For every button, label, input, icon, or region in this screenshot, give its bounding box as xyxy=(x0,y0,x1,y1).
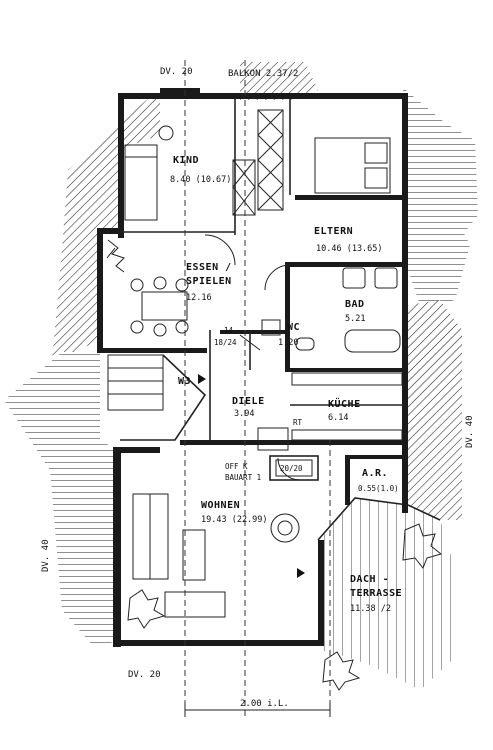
dimension-line xyxy=(184,703,331,717)
room-name-spielen: SPIELEN xyxy=(186,276,232,287)
room-area-wohnen: 19.43 (22.99) xyxy=(201,515,268,525)
kid-bed xyxy=(124,125,174,221)
label-ofen-2: BAUART 1 xyxy=(225,473,261,482)
label-vent-2: 18/24 xyxy=(214,338,237,347)
room-name-wohnen: WOHNEN xyxy=(201,500,240,511)
room-area-kueche: 6.14 xyxy=(328,413,348,423)
room-name-wc: WC xyxy=(287,322,300,333)
room-area-bad: 5.21 xyxy=(345,314,365,324)
room-name-eltern: ELTERN xyxy=(314,226,353,237)
roof-hatching xyxy=(4,62,478,648)
doors xyxy=(204,234,301,481)
label-w3: W3 xyxy=(178,376,191,387)
interior-walls xyxy=(118,99,405,440)
chimney xyxy=(269,455,319,481)
label-rt: RT xyxy=(293,418,303,427)
room-name-kueche: KÜCHE xyxy=(328,396,361,410)
label-ofen-1: OFF K xyxy=(225,462,248,471)
room-name-terrasse: TERRASSE xyxy=(350,588,402,599)
room-name-diele: DIELE xyxy=(232,396,265,407)
room-name-bad: BAD xyxy=(345,299,365,310)
arrow-icon xyxy=(198,374,206,384)
label-balkon: BALKON 2.37/2 xyxy=(228,69,298,79)
axis-lines xyxy=(184,60,331,720)
roof-terrace-deck xyxy=(317,497,458,690)
room-name-ar: A.R. xyxy=(362,468,388,479)
double-bed xyxy=(314,137,391,194)
label-chimney: 20/20 xyxy=(280,464,303,473)
wardrobe xyxy=(232,109,284,216)
kitchen-counter xyxy=(257,372,403,451)
bath-fixtures xyxy=(261,267,401,353)
room-name-dach: DACH - xyxy=(350,574,389,585)
room-labels: KIND 8.40 (10.67) ELTERN 10.46 (13.65) E… xyxy=(170,155,402,614)
dining-table xyxy=(130,276,189,337)
room-area-ar: 0.55(1.0) xyxy=(358,484,399,493)
arrow-icon xyxy=(297,568,305,578)
label-dv20-top: DV. 20 xyxy=(160,67,193,77)
label-dv40-right: DV. 40 xyxy=(465,415,475,448)
label-dimension: 2.00 i.L. xyxy=(240,699,289,709)
exterior-walls xyxy=(97,88,408,647)
room-area-eltern: 10.46 (13.65) xyxy=(316,244,383,254)
room-area-essen: 12.16 xyxy=(186,293,212,303)
room-area-diele: 3.94 xyxy=(234,409,254,419)
room-name-kind: KIND xyxy=(173,155,199,166)
label-dv20-bottom: DV. 20 xyxy=(128,670,161,680)
room-name-essen: ESSEN / xyxy=(186,262,232,273)
annotations: DV. 20 BALKON 2.37/2 DV. 20 DV. 40 DV. 4… xyxy=(41,67,475,709)
label-vent-1: 14 xyxy=(224,326,234,335)
living-furniture xyxy=(132,493,300,618)
room-area-dach: 11.38 /2 xyxy=(350,604,391,614)
label-dv40-left: DV. 40 xyxy=(41,539,51,572)
room-area-kind: 8.40 (10.67) xyxy=(170,175,231,185)
stairs xyxy=(107,354,207,441)
room-area-wc: 1.20 xyxy=(278,338,298,348)
